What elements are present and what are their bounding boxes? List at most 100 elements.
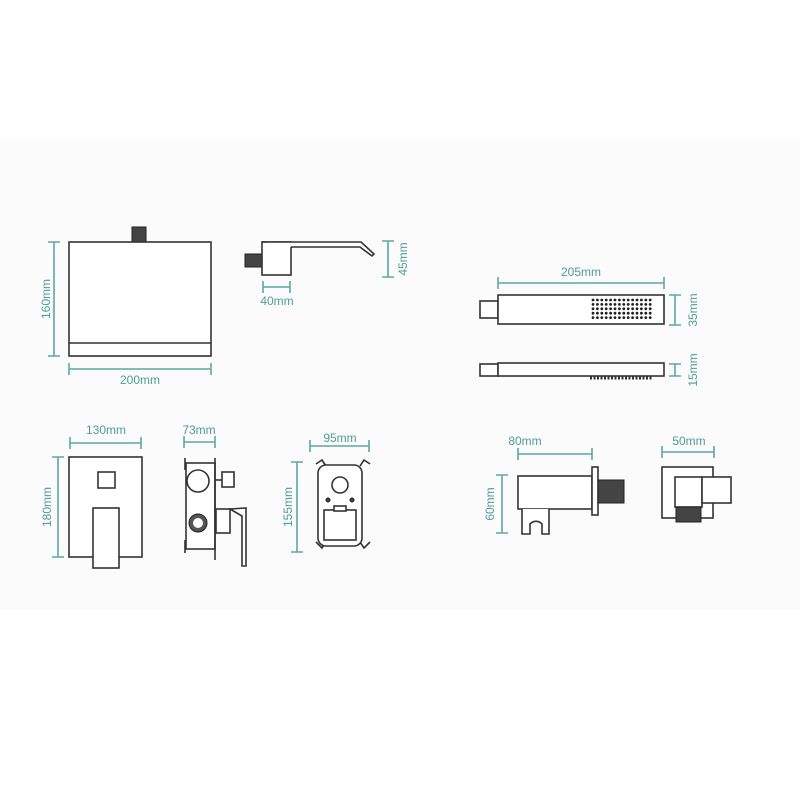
nozzle-dot [635,298,639,302]
rain-head-width-label: 200mm [120,373,160,387]
holder-length-dimension: 80mm [508,434,593,460]
nozzle-dot [644,303,648,306]
outlet-width-label: 50mm [672,434,705,448]
nozzle-dot [626,298,630,302]
rain-head-height-label: 160mm [39,279,53,319]
nozzle-dot [631,303,634,306]
nozzle-dot [648,307,652,311]
hand-shower-width-label: 35mm [686,293,700,326]
holder-length-label: 80mm [508,434,541,448]
nozzle-dot [648,298,652,302]
nozzle-dot [609,303,612,306]
hand-shower-length-label: 205mm [561,265,601,279]
nozzle-dot [600,307,604,311]
nozzle-dot [600,316,604,319]
nozzle-dot [635,303,639,306]
nozzle-dot [604,298,608,302]
nozzle-dot [631,311,634,315]
nozzle-dot [613,298,617,302]
wall-outlet [661,466,732,523]
nozzle-dot [600,311,604,315]
hand-shower-top [479,294,665,325]
valve-depth-label: 73mm [182,423,215,437]
nozzle-dot [591,307,595,311]
nozzle-dot [613,311,617,315]
hose-holder [517,466,625,535]
nozzle-dot [613,316,617,319]
nozzle-dot [609,316,612,319]
valve-box-width-label: 95mm [323,431,356,445]
rain-head-width-dimension: 200mm [68,363,212,387]
nozzle-dot [631,298,634,302]
nozzle-dot [622,298,626,302]
nozzle-dot [596,307,599,311]
nozzle-dot [596,303,599,306]
nozzle-dot [600,303,604,306]
rain-head-height-dimension: 160mm [39,241,60,357]
nozzle-dot [644,298,648,302]
nozzle-dot [635,316,639,319]
nozzle-dot [640,303,643,306]
nozzle-dot [622,311,626,315]
nozzle-dot [640,316,643,319]
nozzle-dot [604,311,608,315]
nozzle-dot [591,311,595,315]
nozzle-dot [640,298,643,302]
nozzle-dot [644,316,648,319]
shower-arm-depth-dimension: 40mm [260,281,294,308]
nozzle-dot [648,303,652,306]
nozzle-dot [618,311,621,315]
outlet-width-dimension: 50mm [661,434,715,458]
nozzle-dot [640,311,643,315]
shower-arm-height-dimension: 45mm [382,240,410,278]
faceplate-width-dimension: 130mm [69,423,142,449]
shower-arm-depth-label: 40mm [260,294,293,308]
rain-shower-head [68,226,212,357]
nozzle-dot [618,316,621,319]
nozzle-dot [596,311,599,315]
shower-arm [244,241,376,276]
nozzle-dot [609,307,612,311]
hand-shower-length-dimension: 205mm [497,265,665,289]
valve-side-view [184,458,247,567]
faceplate-width-label: 130mm [86,423,126,437]
nozzle-dot [609,311,612,315]
nozzle-dot [631,316,634,319]
nozzle-dot [618,303,621,306]
nozzle-dot [644,311,648,315]
nozzle-dot [626,316,630,319]
nozzle-dot [613,307,617,311]
nozzle-dot [596,316,599,319]
nozzle-dot [626,311,630,315]
hand-shower-side [479,362,665,380]
nozzle-dot [591,303,595,306]
nozzle-dot [609,298,612,302]
valve-box-height-label: 155mm [281,487,295,527]
valve-depth-dimension: 73mm [182,423,216,448]
nozzle-dot [644,307,648,311]
nozzle-dot [631,307,634,311]
nozzle-dot [648,311,652,315]
faceplate [68,456,143,569]
holder-height-dimension: 60mm [483,474,508,534]
nozzle-dot [613,303,617,306]
nozzle-dot [604,307,608,311]
nozzle-dot [622,303,626,306]
nozzle-dot [591,316,595,319]
nozzle-dot [622,316,626,319]
hand-shower-thickness-label: 15mm [686,353,700,386]
nozzle-dot [626,303,630,306]
nozzle-dot [618,307,621,311]
nozzle-dot [635,311,639,315]
hand-shower-width-dimension: 35mm [669,293,700,327]
nozzle-dot [635,307,639,311]
valve-box [315,458,371,550]
valve-box-width-dimension: 95mm [309,431,370,452]
hand-shower-thickness-dimension: 15mm [669,353,700,387]
shower-arm-height-label: 45mm [396,242,410,275]
nozzle-dot [618,298,621,302]
nozzle-dot [604,303,608,306]
nozzle-dot [640,307,643,311]
nozzle-dot [648,316,652,319]
